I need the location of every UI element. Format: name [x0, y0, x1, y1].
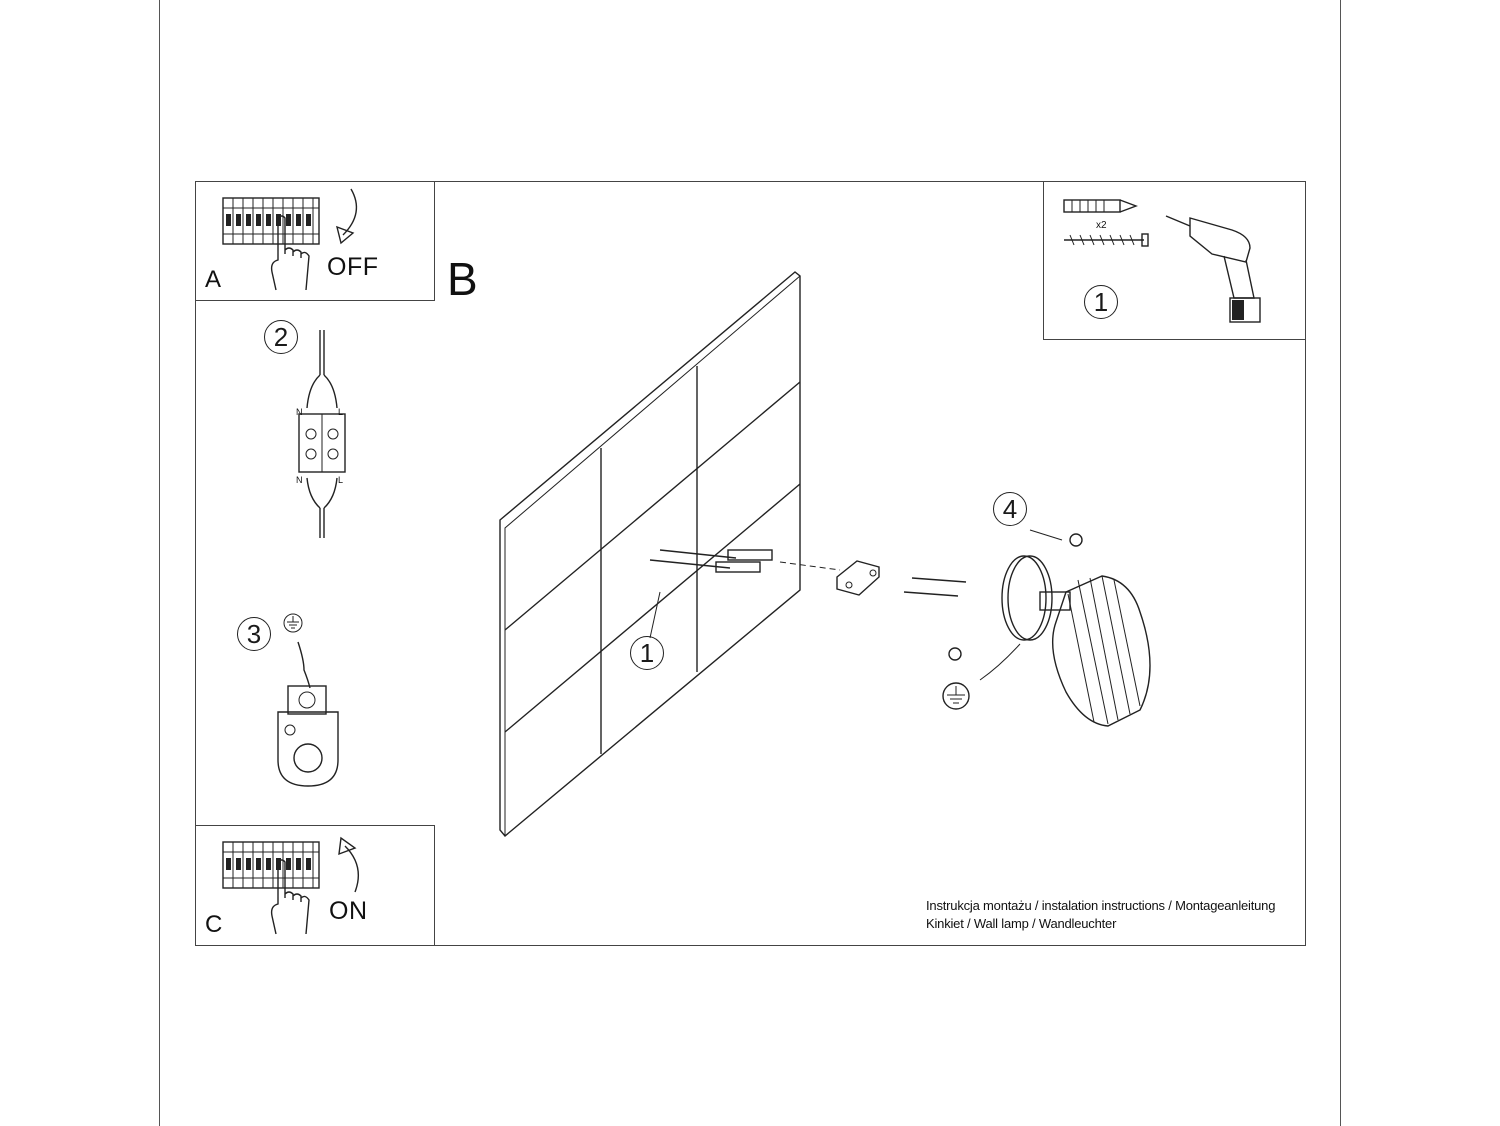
- step-2-badge: 2: [264, 320, 298, 354]
- on-label: ON: [329, 897, 368, 925]
- off-label: OFF: [327, 253, 379, 281]
- arrow-up-icon: [338, 836, 359, 893]
- ground-screw-icon: [948, 647, 962, 661]
- panel-a: A OFF: [195, 181, 435, 301]
- panel-c: C ON: [195, 825, 435, 946]
- ground-symbol-lamp: [942, 682, 970, 710]
- panel-c-letter: C: [205, 911, 223, 938]
- mounting-leader-line: [649, 591, 661, 639]
- step-1-wall-badge: 1: [630, 636, 664, 670]
- live-label-bottom: L: [338, 475, 344, 485]
- wall-tiles: [499, 271, 801, 837]
- breaker-panel-icon: [222, 841, 320, 889]
- screws-and-plugs: [649, 549, 841, 573]
- outer-frame: [195, 181, 1306, 946]
- drill-icon: [1165, 215, 1261, 323]
- wall-lamp: [979, 529, 1151, 727]
- ground-terminal-icon: [277, 641, 339, 787]
- ground-icon: [283, 613, 303, 633]
- arrow-down-icon: [335, 188, 358, 245]
- screw-icon: [1064, 233, 1149, 247]
- terminal-block-icon: [298, 330, 346, 538]
- panel-b-letter: B: [447, 253, 478, 305]
- breaker-panel-icon: [222, 197, 320, 245]
- step-1-tools-badge: 1: [1084, 285, 1118, 319]
- step-3-badge: 3: [237, 617, 271, 651]
- page-right-rule: [1340, 0, 1341, 1126]
- multiplier-label: x2: [1096, 220, 1107, 231]
- hand-icon: [270, 859, 310, 935]
- neutral-label-bottom: N: [296, 475, 303, 485]
- mounting-bracket: [836, 560, 880, 596]
- caption-block: Instrukcja montażu / instalation instruc…: [926, 897, 1275, 933]
- bracket-screws: [903, 577, 967, 597]
- panel-a-letter: A: [205, 266, 222, 293]
- step-4-badge: 4: [993, 492, 1027, 526]
- neutral-label-top: N: [296, 407, 303, 417]
- live-label-top: L: [338, 407, 344, 417]
- caption-line-2: Kinkiet / Wall lamp / Wandleuchter: [926, 916, 1117, 931]
- page-left-rule: [159, 0, 160, 1126]
- tools-panel: x2 1: [1043, 181, 1306, 340]
- wall-plug-icon: [1063, 199, 1138, 213]
- hand-icon: [270, 215, 310, 291]
- caption-line-1: Instrukcja montażu / instalation instruc…: [926, 898, 1276, 913]
